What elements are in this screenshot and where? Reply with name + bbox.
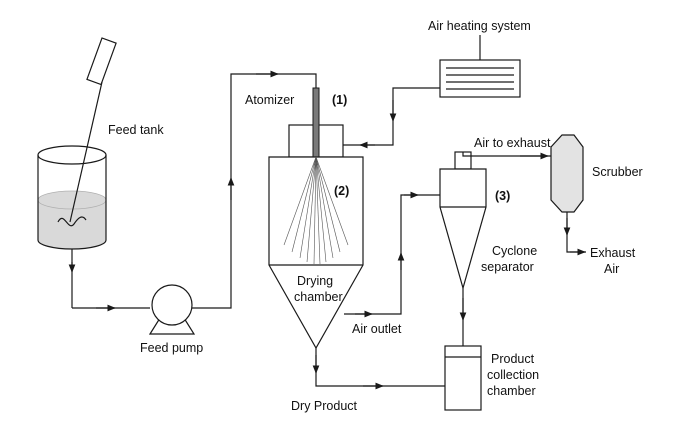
feed-tank-label: Feed tank — [108, 123, 164, 137]
spray-pattern — [283, 156, 349, 265]
air-heating-system-label: Air heating system — [428, 19, 531, 33]
atomizer — [288, 87, 344, 158]
feed-pump — [148, 284, 196, 335]
air-heating-system — [439, 59, 521, 98]
scrubber — [550, 134, 584, 213]
stirrer-motor — [86, 37, 117, 86]
dry-product-label: Dry Product — [291, 399, 358, 413]
exhaust-air-line — [566, 212, 586, 253]
product-collection-label-line3: chamber — [487, 384, 536, 398]
cyclone-label-line2: separator — [481, 260, 534, 274]
product-collection-label-line2: collection — [487, 368, 539, 382]
hot-air-line — [343, 87, 440, 146]
air-outlet-label: Air outlet — [352, 322, 402, 336]
atomizer-marker: (1) — [332, 93, 347, 107]
exhaust-air-label-line1: Exhaust — [590, 246, 636, 260]
exhaust-air-label-line2: Air — [604, 262, 619, 276]
feed-tank-liquid — [38, 200, 106, 249]
drying-chamber — [268, 156, 364, 350]
feed-pump-label: Feed pump — [140, 341, 203, 355]
stirrer — [57, 37, 117, 227]
drying-chamber-marker: (2) — [334, 184, 349, 198]
cyclone-separator — [439, 151, 487, 291]
feed-tank — [37, 145, 107, 250]
atomizer-label: Atomizer — [245, 93, 294, 107]
drying-chamber-label-line2: chamber — [294, 290, 343, 304]
feed-line-to-atomizer — [192, 73, 317, 309]
cyclone-label-line1: Cyclone — [492, 244, 537, 258]
product-collection-label-line1: Product — [491, 352, 535, 366]
drying-chamber-label-line1: Drying — [297, 274, 333, 288]
cyclone-marker: (3) — [495, 189, 510, 203]
feed-tank-liquid-surface — [37, 190, 107, 210]
dry-product-line — [315, 348, 445, 387]
product-collection-chamber — [444, 345, 482, 411]
air-to-exhaust-line — [462, 152, 551, 157]
atomizer-rod — [312, 87, 320, 158]
scrubber-label: Scrubber — [592, 165, 643, 179]
air-to-exhaust-label: Air to exhaust — [474, 136, 551, 150]
